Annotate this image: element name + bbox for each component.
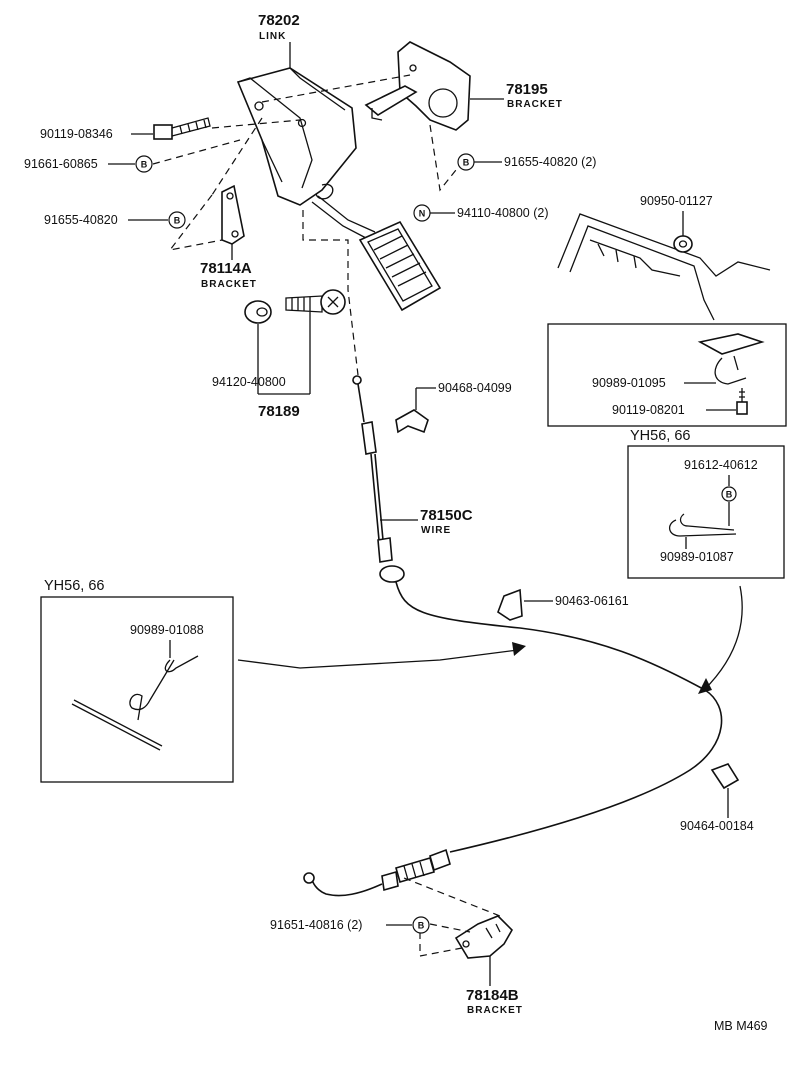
- b-symbol-icon: B: [168, 211, 186, 229]
- throttle-wire-78150c: [352, 375, 723, 853]
- n-symbol-icon: N: [413, 204, 431, 222]
- b-symbol-icon: B: [135, 155, 153, 173]
- bracket-top-part-name: BRACKET: [507, 99, 563, 110]
- bracket-bottom-part-name: BRACKET: [467, 1005, 523, 1016]
- label-clamp-90463-06161: 90463-06161: [555, 594, 629, 608]
- arrow-head-icon: [698, 678, 712, 694]
- label-nut-94120-40800: 94120-40800: [212, 375, 286, 389]
- cable-end-fitting: [303, 848, 451, 897]
- label-set-78189: 78189: [258, 403, 300, 420]
- label-clip-90468-04099: 90468-04099: [438, 381, 512, 395]
- wire-part-number: 78150C: [420, 507, 473, 524]
- inset-box-variant-left: [40, 596, 234, 783]
- label-clip-90989-01095: 90989-01095: [592, 376, 666, 390]
- assembly-line: [419, 932, 463, 957]
- link-part-number: 78202: [258, 12, 300, 29]
- assembly-line: [302, 210, 359, 376]
- label-bolt-90119-08346: 90119-08346: [40, 127, 113, 141]
- b-symbol-icon: B: [721, 486, 737, 502]
- b-symbol-icon: B: [412, 916, 430, 934]
- assembly-line: [152, 139, 241, 165]
- label-clip-90989-01088: 90989-01088: [130, 623, 204, 637]
- clamp-90463-06161: [497, 588, 523, 621]
- wire-part-name: WIRE: [421, 525, 451, 536]
- link-part-name: LINK: [259, 31, 286, 42]
- arrow-head-icon: [512, 642, 526, 656]
- clip-90989-01095: [697, 333, 765, 385]
- label-clip-90989-01087: 90989-01087: [660, 550, 734, 564]
- accelerator-link-assembly: [236, 67, 376, 239]
- svg-text:B: B: [141, 160, 148, 170]
- nut-90950-01127: [673, 235, 693, 253]
- label-nut-94110-40800: 94110-40800 (2): [457, 206, 549, 220]
- label-clamp-90464-00184: 90464-00184: [680, 819, 754, 833]
- page-code: MB M469: [714, 1019, 768, 1033]
- svg-text:N: N: [419, 209, 426, 219]
- variant-label-left: YH56, 66: [44, 578, 104, 594]
- assembly-line: [211, 117, 263, 196]
- bracket-top-part-number: 78195: [506, 81, 548, 98]
- b-symbol-icon: B: [457, 153, 475, 171]
- assembly-line: [403, 877, 501, 917]
- bracket-left-part-number: 78114A: [200, 260, 252, 277]
- nut-94120-40800: [244, 300, 272, 324]
- label-bolt-90119-08201: 90119-08201: [612, 403, 685, 417]
- label-bolt-91655-40820-right: 91655-40820 (2): [504, 155, 596, 169]
- clamp-90464-00184: [710, 763, 740, 790]
- label-bolt-91612-40612: 91612-40612: [684, 458, 758, 472]
- pedal-mount-bracket: [364, 41, 471, 131]
- label-bolt-91651-40816: 91651-40816 (2): [270, 918, 362, 932]
- assembly-line: [429, 923, 471, 933]
- pointer-arrow: [237, 649, 519, 669]
- assembly-line: [429, 124, 461, 192]
- bracket-78114a: [221, 184, 245, 245]
- bracket-bottom-part-number: 78184B: [466, 987, 519, 1004]
- bolt-90119-08201: [736, 388, 748, 415]
- svg-text:B: B: [463, 158, 470, 168]
- svg-text:B: B: [174, 216, 181, 226]
- pivot-bolt: [285, 289, 346, 315]
- accelerator-pedal-pad: [358, 220, 442, 312]
- dash-panel: [557, 213, 771, 321]
- svg-text:B: B: [726, 490, 733, 500]
- clip-90989-01087: [669, 513, 737, 537]
- label-nut-90950-01127: 90950-01127: [640, 194, 713, 208]
- bracket-left-part-name: BRACKET: [201, 279, 257, 290]
- clip-90468-04099: [395, 409, 429, 434]
- assembly-line: [211, 119, 301, 129]
- label-bolt-91655-40820-left: 91655-40820: [44, 213, 118, 227]
- bracket-78184b: [454, 915, 513, 959]
- inset-box-wire-clip: [547, 323, 787, 427]
- svg-text:B: B: [418, 921, 425, 931]
- inset-box-variant-right: [627, 445, 785, 579]
- pointer-arrow: [703, 585, 743, 691]
- variant-label-right: YH56, 66: [630, 428, 690, 444]
- label-washer-91661-60865: 91661-60865: [24, 157, 98, 171]
- bolt-90119-08346: [153, 117, 211, 140]
- clip-90989-01088: [71, 655, 199, 751]
- assembly-line: [261, 74, 411, 103]
